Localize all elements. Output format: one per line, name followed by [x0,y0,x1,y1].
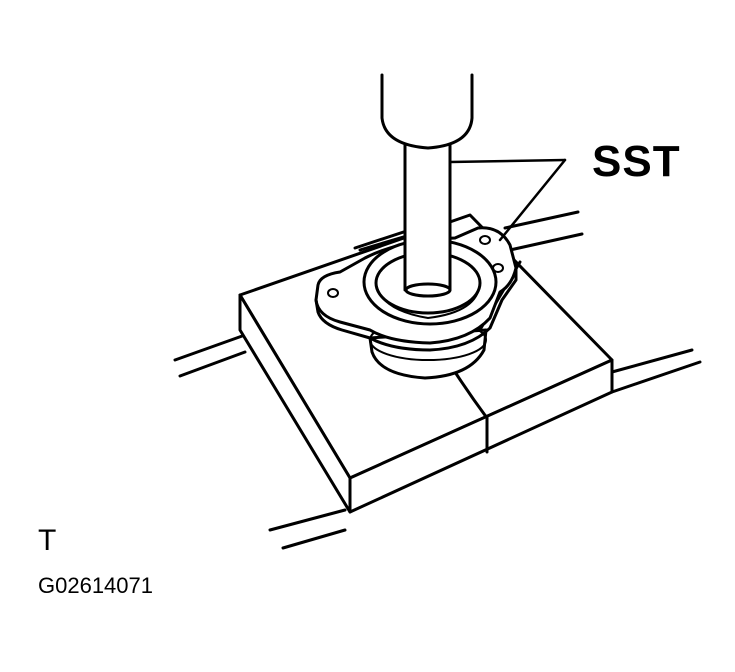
figure-id: G02614071 [38,573,153,598]
flange-boss [370,330,486,378]
sst-label: SST [592,137,681,186]
view-code: T [38,524,57,557]
block-back-seam [360,235,410,250]
rail-right-lower [612,350,700,392]
rail-left-lower [270,510,345,548]
block-front-face [350,360,612,512]
block-split-curve [455,372,487,418]
sst-press-tool [382,75,472,296]
sst-ram [382,75,472,148]
rail-left-upper [175,335,245,376]
sst-rod [405,140,450,290]
bolt-hole-top-right [480,236,490,244]
sst-callout-leaders [450,160,565,240]
bolt-hole-left [328,289,338,297]
